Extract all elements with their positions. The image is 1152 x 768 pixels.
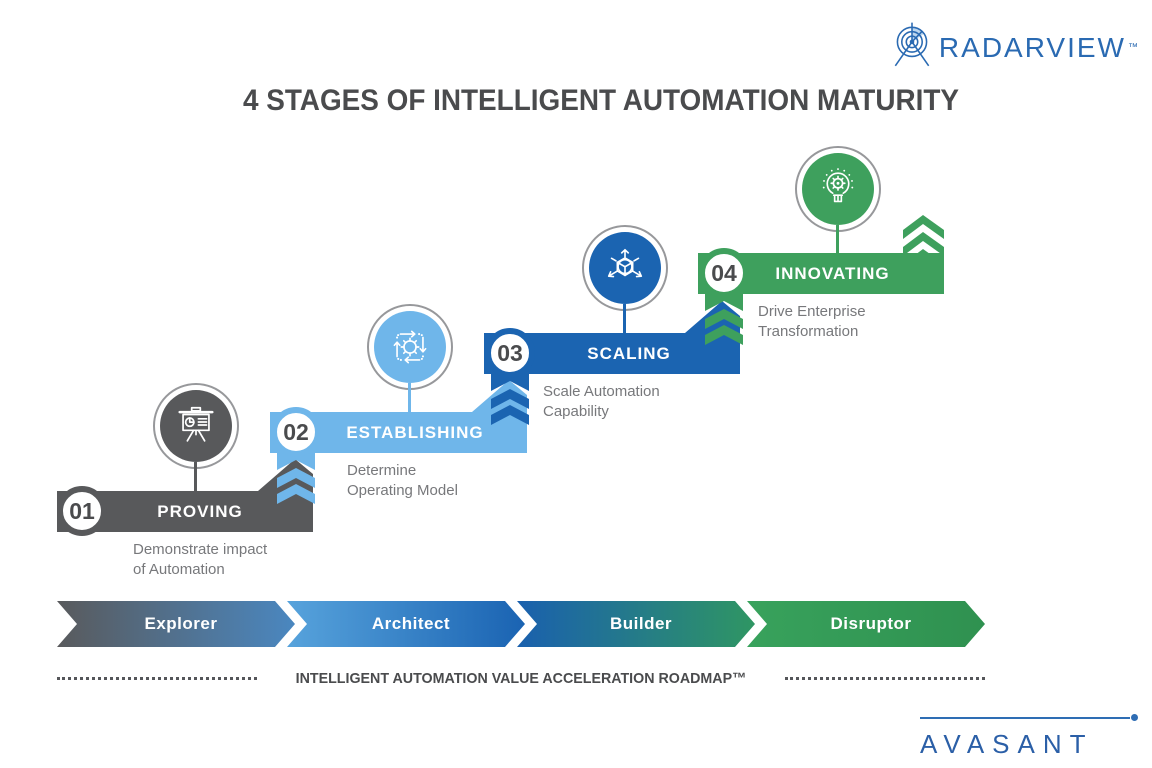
- bulb-gear-icon: [802, 153, 874, 225]
- avasant-logo: AVASANT: [920, 714, 1138, 760]
- cube-expand-icon: [589, 232, 661, 304]
- stage1-bar: [57, 459, 313, 532]
- stage3-label: SCALING: [587, 344, 671, 363]
- stage1-connector-line: [194, 462, 197, 491]
- roadmap-segment-explorer-label: Explorer: [144, 614, 218, 633]
- left-dotted-line: [57, 677, 257, 680]
- stage4-connector-line: [836, 225, 839, 253]
- radarview-tm: ™: [1128, 42, 1138, 53]
- radarview-wordmark: RADARVIEW: [938, 31, 1126, 63]
- stage3-bar: [484, 301, 740, 374]
- avasant-dot: [1131, 714, 1138, 721]
- stage3-number: 03: [497, 339, 523, 366]
- roadmap-segment-disruptor: Disruptor: [747, 601, 985, 647]
- stage2-label: ESTABLISHING: [346, 423, 484, 442]
- roadmap-segment-builder: Builder: [517, 601, 755, 647]
- roadmap-segment-disruptor-label: Disruptor: [830, 614, 912, 633]
- right-dotted-line: [785, 677, 985, 680]
- stage2-description: Determine Operating Model: [347, 462, 458, 500]
- stage2-number: 02: [283, 418, 309, 445]
- roadmap-segment-architect-label: Architect: [371, 614, 451, 633]
- avasant-wordmark: AVASANT: [920, 729, 1094, 759]
- stage1-number: 01: [69, 497, 95, 524]
- gear-cycle-icon: [374, 311, 446, 383]
- roadmap-segment-architect: Architect: [287, 601, 525, 647]
- stage4-description: Drive Enterprise Transformation: [758, 303, 866, 341]
- page-title: 4 STAGES OF INTELLIGENT AUTOMATION MATUR…: [242, 84, 960, 117]
- stage4-number: 04: [711, 259, 737, 286]
- stage2-connector-line: [408, 383, 411, 412]
- stage1-label: PROVING: [157, 502, 243, 521]
- stage2-number-badge: 02: [271, 407, 321, 457]
- roadmap-segment-explorer: Explorer: [57, 601, 295, 647]
- stage4-up-chevrons: [903, 215, 944, 294]
- roadmap-caption-row: INTELLIGENT AUTOMATION VALUE ACCELERATIO…: [57, 670, 985, 687]
- stage4-number-badge: 04: [699, 248, 749, 298]
- stage3-connector-line: [623, 304, 626, 333]
- roadmap-caption: INTELLIGENT AUTOMATION VALUE ACCELERATIO…: [295, 670, 747, 687]
- stage3-description: Scale Automation Capability: [543, 383, 660, 421]
- radar-icon: [887, 20, 937, 75]
- stage1-number-badge: 01: [57, 486, 107, 536]
- stage1-description: Demonstrate impact of Automation: [133, 541, 268, 579]
- stage2-bar: [270, 380, 527, 453]
- stage3-number-badge: 03: [485, 328, 535, 378]
- roadmap-segment-builder-label: Builder: [609, 614, 673, 633]
- radarview-logo: RADARVIEW ™: [887, 20, 1138, 75]
- stage4-label: INNOVATING: [775, 264, 890, 283]
- presentation-chart-icon: [160, 390, 232, 462]
- avasant-rule: [920, 714, 1138, 722]
